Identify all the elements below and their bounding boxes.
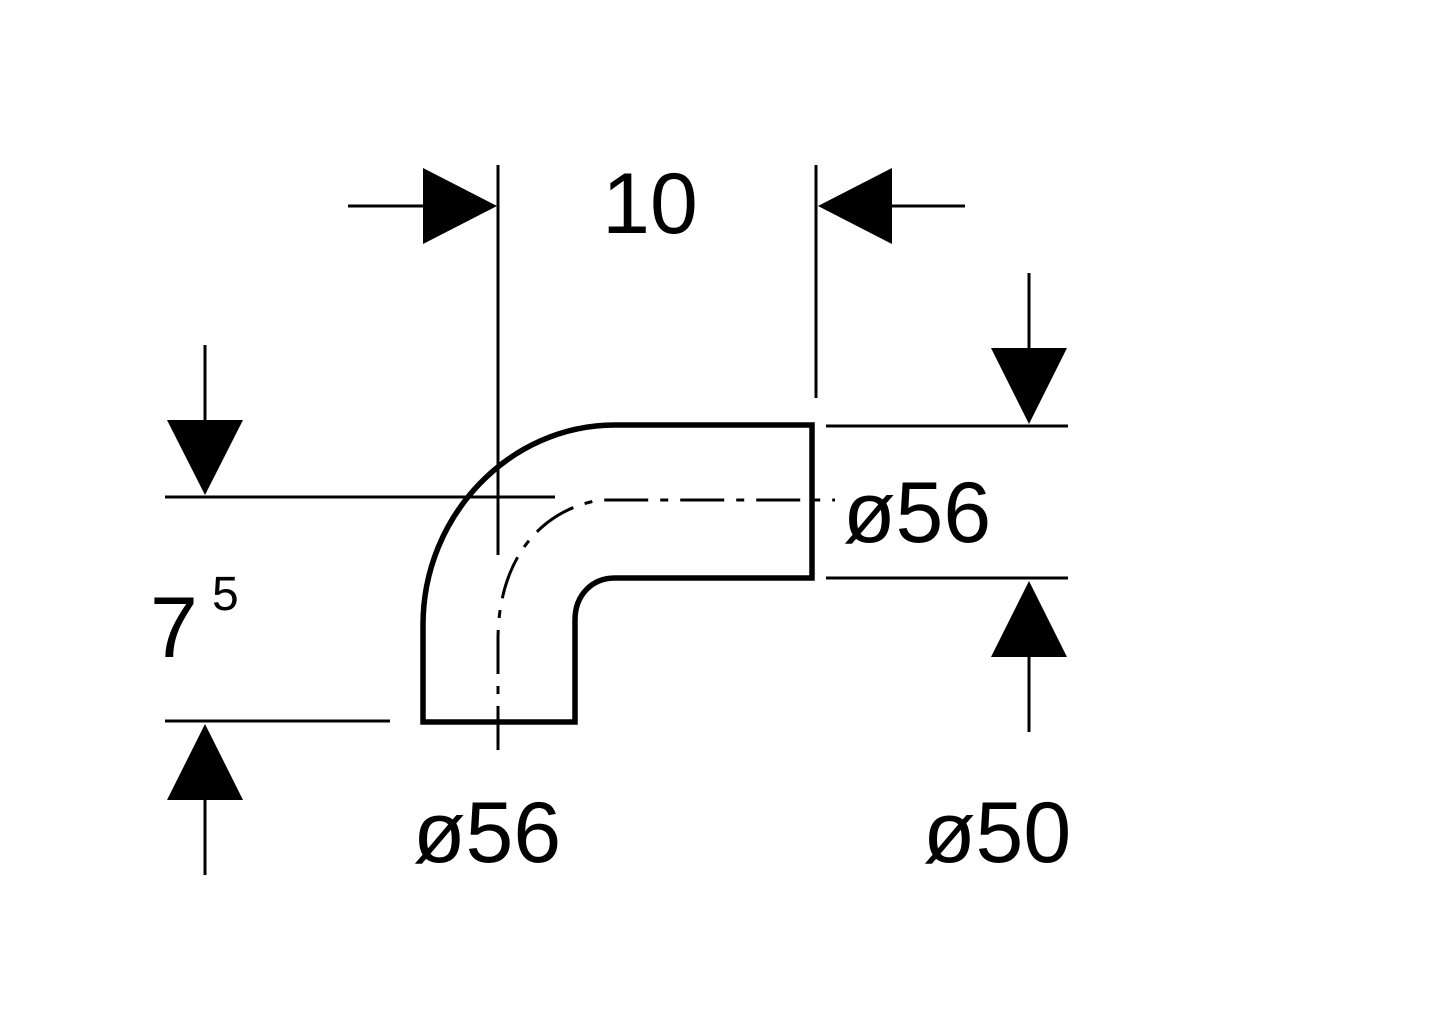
vertical-offset-exponent: 5 xyxy=(212,568,239,621)
vertical-offset-base: 7 xyxy=(150,580,198,676)
pipe-bend-outline xyxy=(420,422,815,725)
arrowhead-up-pointing xyxy=(991,581,1067,657)
inlet-diameter-label: ø56 xyxy=(413,785,561,881)
arrowhead-up-pointing xyxy=(167,724,243,800)
vertical-offset-label: 7 xyxy=(150,580,198,676)
horizontal-dimension: 10 xyxy=(348,156,965,555)
outlet-diameter-dimension: ø56 xyxy=(826,273,1068,732)
horizontal-offset-label: 10 xyxy=(602,156,698,252)
arrowhead-down-pointing xyxy=(167,420,243,495)
socket-diameter-label: ø50 xyxy=(923,785,1071,881)
pipe-outer-wall xyxy=(420,422,815,725)
vertical-dimension: 7 5 xyxy=(150,345,555,875)
arrowhead-left-pointing xyxy=(818,168,892,244)
centerlines xyxy=(496,498,835,750)
arrowhead-down-pointing xyxy=(991,348,1067,424)
bend-centerline xyxy=(496,498,835,750)
outlet-diameter-label: ø56 xyxy=(843,465,991,561)
arrowhead-right-pointing xyxy=(423,168,497,244)
